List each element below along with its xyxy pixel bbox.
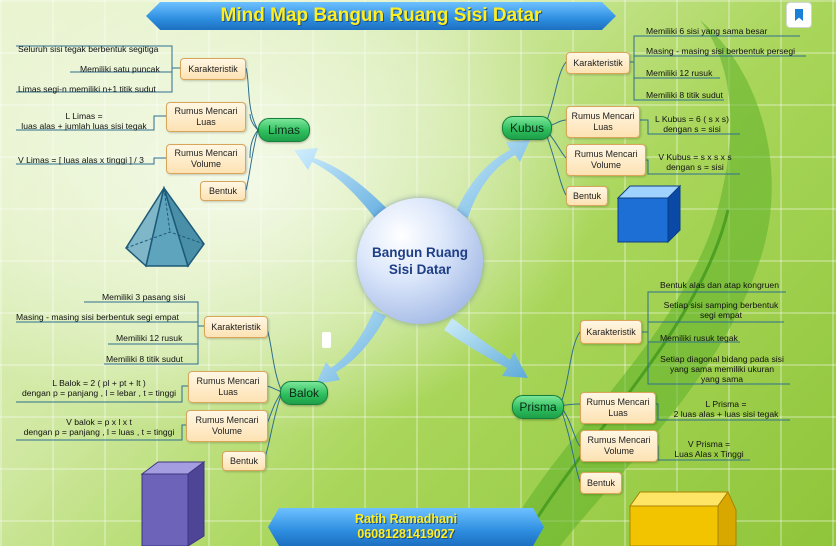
balok-leaf-volume-line2: dengan p = panjang , l = luas , t = ting… — [23, 427, 175, 437]
kubus-leaf-luas: L Kubus = 6 ( s x s) dengan s = sisi — [652, 114, 732, 134]
center-label-line2: Sisi Datar — [388, 262, 452, 277]
kubus-leaf-k3: Memiliki 12 rusuk — [646, 68, 713, 78]
cuboid-icon — [140, 461, 206, 546]
cube-icon — [616, 184, 682, 244]
balok-leaf-k1: Memiliki 3 pasang sisi — [102, 292, 186, 302]
arrow-to-prisma — [444, 318, 528, 378]
balok-karakteristik[interactable]: Karakteristik — [204, 316, 268, 338]
balok-leaf-luas-line1: L Balok = 2 ( pl + pt + lt ) — [52, 378, 146, 388]
kubus-karakteristik[interactable]: Karakteristik — [566, 52, 630, 74]
kubus-leaf-volume: V Kubus = s x s x s dengan s = sisi — [652, 152, 738, 172]
center-label-line1: Bangun Ruang — [372, 245, 468, 260]
prisma-leaf-k1: Bentuk alas dan atap kongruen — [660, 280, 779, 290]
balok-rumus-volume[interactable]: Rumus Mencari Volume — [186, 410, 268, 442]
pyramid-icon — [125, 186, 205, 268]
prisma-leaf-k2: Setiap sisi samping berbentuk segi empat — [658, 300, 784, 320]
prisma-leaf-k2-line1: Setiap sisi samping berbentuk — [663, 300, 779, 310]
limas-rumus-luas-line1: Rumus Mencari — [174, 106, 238, 116]
limas-leaf-volume: V Limas = [ luas alas x tinggi ] / 3 — [18, 155, 144, 165]
footer-banner: Ratih Ramadhani 06081281419027 — [268, 508, 544, 546]
node-prisma[interactable]: Prisma — [512, 395, 564, 419]
prisma-leaf-k3: Memiliki rusuk tegak — [660, 333, 738, 343]
prisma-rumus-volume-line1: Rumus Mencari — [587, 435, 651, 445]
limas-rumus-luas[interactable]: Rumus Mencari Luas — [166, 102, 246, 132]
balok-leaf-k3: Memiliki 12 rusuk — [116, 333, 183, 343]
kubus-bentuk[interactable]: Bentuk — [566, 186, 608, 206]
kubus-leaf-k2: Masing - masing sisi berbentuk persegi — [646, 46, 796, 56]
prisma-bentuk[interactable]: Bentuk — [580, 472, 622, 494]
prisma-leaf-k4-line2: yang sama memiliki ukuran — [669, 364, 775, 374]
prisma-karakteristik[interactable]: Karakteristik — [580, 320, 642, 344]
limas-bentuk[interactable]: Bentuk — [200, 181, 246, 201]
limas-leaf-k3: Limas segi-n memiliki n+1 titik sudut — [18, 84, 156, 94]
author-name: Ratih Ramadhani — [354, 512, 458, 526]
prisma-leaf-volume-line1: V Prisma = — [687, 439, 731, 449]
balok-leaf-volume-line1: V balok = p x l x t — [66, 417, 132, 427]
prisma-rumus-luas[interactable]: Rumus Mencari Luas — [580, 392, 656, 424]
prisma-leaf-k4-line1: Setiap diagonal bidang pada sisi — [660, 354, 784, 364]
small-white-marker — [322, 332, 331, 348]
balok-rumus-volume-line1: Rumus Mencari — [195, 415, 259, 425]
balok-leaf-luas-line2: dengan p = panjang , l = lebar , t = tin… — [21, 388, 177, 398]
kubus-leaf-k1: Memiliki 6 sisi yang sama besar — [646, 26, 768, 36]
kubus-leaf-volume-line1: V Kubus = s x s x s — [658, 152, 732, 162]
limas-rumus-volume-line1: Rumus Mencari — [174, 148, 238, 158]
limas-leaf-k1: Seluruh sisi tegak berbentuk segitiga — [18, 44, 159, 54]
kubus-rumus-volume[interactable]: Rumus Mencari Volume — [566, 144, 646, 176]
arrow-to-limas — [294, 148, 392, 222]
prisma-rumus-volume[interactable]: Rumus Mencari Volume — [580, 430, 658, 462]
kubus-leaf-volume-line2: dengan s = sisi — [666, 162, 724, 172]
arrow-to-kubus — [456, 140, 530, 218]
balok-leaf-k2: Masing - masing sisi berbentuk segi empa… — [16, 312, 179, 322]
limas-rumus-volume[interactable]: Rumus Mencari Volume — [166, 144, 246, 174]
prisma-leaf-luas: L Prisma = 2 luas alas + luas sisi tegak — [664, 399, 788, 419]
limas-leaf-luas: L Limas = luas alas + jumlah luas sisi t… — [18, 111, 150, 131]
author-id: 06081281419027 — [357, 527, 455, 541]
prisma-leaf-volume-line2: Luas Alas x Tinggi — [674, 449, 744, 459]
balok-rumus-luas[interactable]: Rumus Mencari Luas — [188, 371, 268, 403]
prisma-leaf-k2-line2: segi empat — [699, 310, 743, 320]
balok-leaf-luas: L Balok = 2 ( pl + pt + lt ) dengan p = … — [16, 378, 182, 398]
kubus-leaf-luas-line1: L Kubus = 6 ( s x s) — [655, 114, 729, 124]
kubus-leaf-k4: Memiliki 8 titik sudut — [646, 90, 723, 100]
balok-bentuk[interactable]: Bentuk — [222, 451, 266, 471]
kubus-rumus-luas-line2: Luas — [593, 122, 613, 132]
limas-leaf-luas-line2: luas alas + jumlah luas sisi tegak — [21, 121, 147, 131]
prism-icon — [629, 490, 737, 546]
bookmark-icon[interactable] — [786, 2, 812, 28]
limas-karakteristik[interactable]: Karakteristik — [180, 58, 246, 80]
limas-leaf-luas-line1: L Limas = — [65, 111, 103, 121]
limas-rumus-volume-line2: Volume — [190, 159, 222, 169]
prisma-rumus-volume-line2: Volume — [603, 446, 635, 456]
kubus-rumus-luas-line1: Rumus Mencari — [571, 111, 635, 121]
arrow-to-balok — [316, 310, 386, 384]
prisma-rumus-luas-line2: Luas — [608, 408, 628, 418]
node-limas[interactable]: Limas — [258, 118, 310, 142]
kubus-rumus-luas[interactable]: Rumus Mencari Luas — [566, 106, 640, 138]
balok-rumus-luas-line2: Luas — [218, 387, 238, 397]
prisma-leaf-luas-line2: 2 luas alas + luas sisi tegak — [673, 409, 779, 419]
node-balok[interactable]: Balok — [280, 381, 328, 405]
kubus-rumus-volume-line1: Rumus Mencari — [574, 149, 638, 159]
balok-leaf-k4: Memiliki 8 titik sudut — [106, 354, 183, 364]
title-banner: Mind Map Bangun Ruang Sisi Datar — [146, 2, 616, 30]
branch-lines — [16, 35, 806, 483]
prisma-leaf-luas-line1: L Prisma = — [705, 399, 747, 409]
kubus-leaf-luas-line2: dengan s = sisi — [663, 124, 721, 134]
node-kubus[interactable]: Kubus — [502, 116, 552, 140]
green-swoosh-highlight — [518, 209, 730, 546]
prisma-leaf-k4: Setiap diagonal bidang pada sisi yang sa… — [656, 354, 788, 384]
limas-rumus-luas-line2: Luas — [196, 117, 216, 127]
prisma-rumus-luas-line1: Rumus Mencari — [586, 397, 650, 407]
balok-rumus-luas-line1: Rumus Mencari — [196, 376, 260, 386]
limas-leaf-k2: Memiliki satu puncak — [80, 64, 160, 74]
balok-leaf-volume: V balok = p x l x t dengan p = panjang ,… — [16, 417, 182, 437]
prisma-leaf-volume: V Prisma = Luas Alas x Tinggi — [664, 439, 754, 459]
prisma-leaf-k4-line3: yang sama — [700, 374, 744, 384]
balok-rumus-volume-line2: Volume — [211, 426, 243, 436]
kubus-rumus-volume-line2: Volume — [590, 160, 622, 170]
center-node[interactable]: Bangun Ruang Sisi Datar — [357, 198, 483, 324]
